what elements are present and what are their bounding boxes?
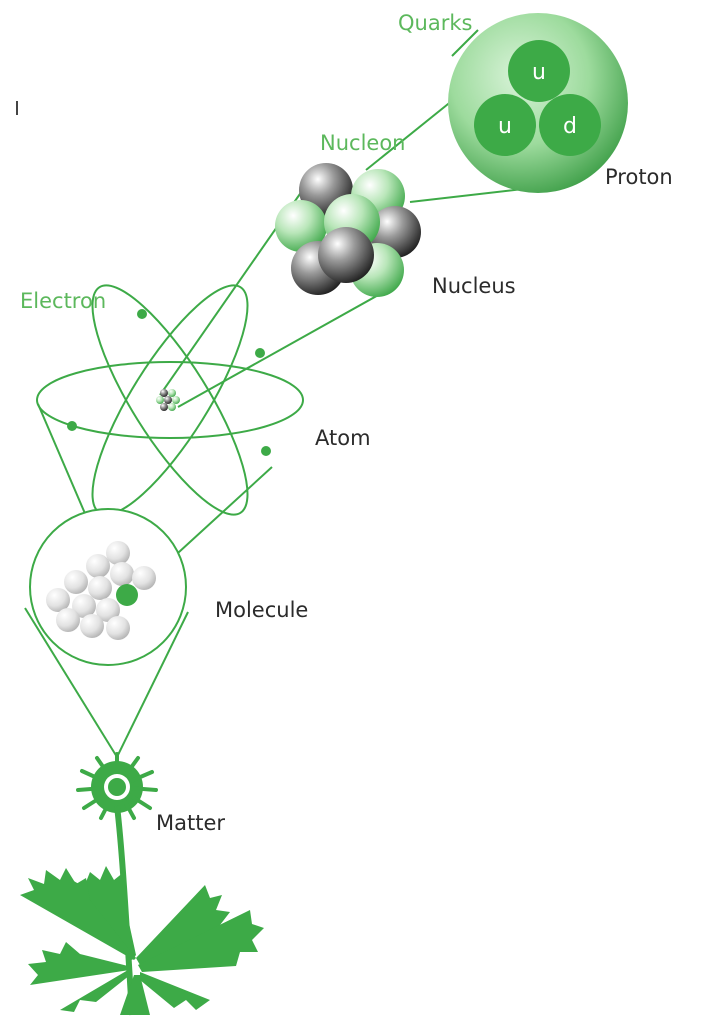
atom (36, 284, 304, 516)
orbit (36, 361, 304, 439)
leaves (20, 866, 264, 1015)
label-atom: Atom (315, 426, 371, 450)
label-molecule: Molecule (215, 598, 308, 622)
label-nucleus: Nucleus (432, 274, 516, 298)
proton-ball (275, 200, 327, 252)
electron (255, 348, 265, 358)
label-proton: Proton (605, 165, 673, 189)
molecule-atoms (46, 541, 156, 640)
proton: u u d (448, 13, 628, 193)
neutron (318, 227, 374, 283)
dandelion-plant (20, 752, 264, 1016)
quark-label: u (498, 114, 512, 139)
label-matter: Matter (156, 811, 225, 835)
flower-head (76, 752, 158, 820)
molecule (29, 508, 187, 666)
electron (261, 446, 271, 456)
electrons (67, 309, 271, 456)
nucleus (275, 163, 421, 297)
proton-sphere (448, 13, 628, 193)
label-electron: Electron (20, 289, 106, 313)
electron (67, 421, 77, 431)
quark: d (539, 94, 601, 156)
quark: u (474, 94, 536, 156)
label-quarks: Quarks (398, 11, 472, 35)
highlighted-atom (116, 584, 138, 606)
quark: u (508, 40, 570, 102)
quark-label: u (532, 60, 546, 85)
label-nucleon: Nucleon (320, 131, 405, 155)
atom-nucleus (156, 389, 180, 411)
quark-label: d (563, 114, 577, 139)
stray-mark (16, 101, 18, 115)
orbit (91, 284, 249, 516)
electron (137, 309, 147, 319)
